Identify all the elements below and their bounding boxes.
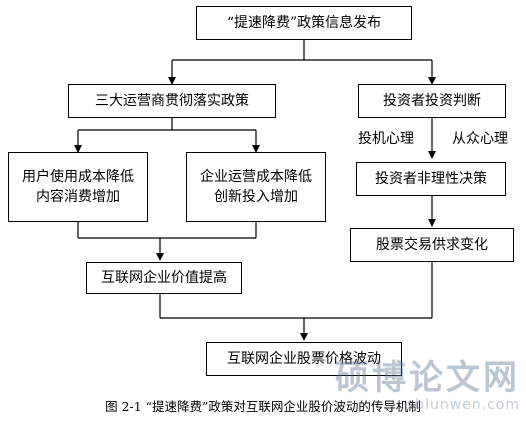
node-irrational-decision: 投资者非理性决策 (356, 162, 506, 196)
figure-caption: 图 2-1 “提速降费”政策对互联网企业股价波动的传导机制 (105, 399, 421, 414)
node-investor-judgement-label: 投资者投资判断 (383, 92, 481, 109)
node-irrational-decision-label: 投资者非理性决策 (375, 170, 487, 187)
node-user-cost: 用户使用成本降低 内容消费增加 (8, 152, 148, 222)
node-supply-demand-change: 股票交易供求变化 (350, 228, 514, 262)
edge-label-herd: 从众心理 (452, 131, 508, 147)
node-enterprise-cost-line2: 创新投入增加 (214, 189, 298, 205)
node-operators-implement-label: 三大运营商贯彻落实政策 (95, 92, 249, 109)
node-internet-value-up: 互联网企业价值提高 (86, 262, 242, 294)
edge-label-speculative: 投机心理 (358, 131, 414, 147)
node-stock-price-fluctuation-label: 互联网企业股票价格波动 (227, 350, 381, 367)
node-stock-price-fluctuation: 互联网企业股票价格波动 (206, 342, 402, 376)
node-enterprise-cost: 企业运营成本降低 创新投入增加 (186, 152, 326, 222)
node-user-cost-line2: 内容消费增加 (36, 189, 120, 205)
node-investor-judgement: 投资者投资判断 (358, 84, 506, 118)
node-enterprise-cost-line1: 企业运营成本降低 (200, 168, 312, 185)
node-user-cost-line1: 用户使用成本降低 (22, 168, 134, 185)
node-operators-implement: 三大运营商贯彻落实政策 (68, 84, 276, 118)
node-internet-value-up-label: 互联网企业价值提高 (101, 269, 227, 286)
node-supply-demand-change-label: 股票交易供求变化 (376, 236, 488, 253)
node-policy-release: “提速降费”政策信息发布 (196, 6, 412, 40)
node-policy-release-label: “提速降费”政策信息发布 (226, 14, 382, 31)
